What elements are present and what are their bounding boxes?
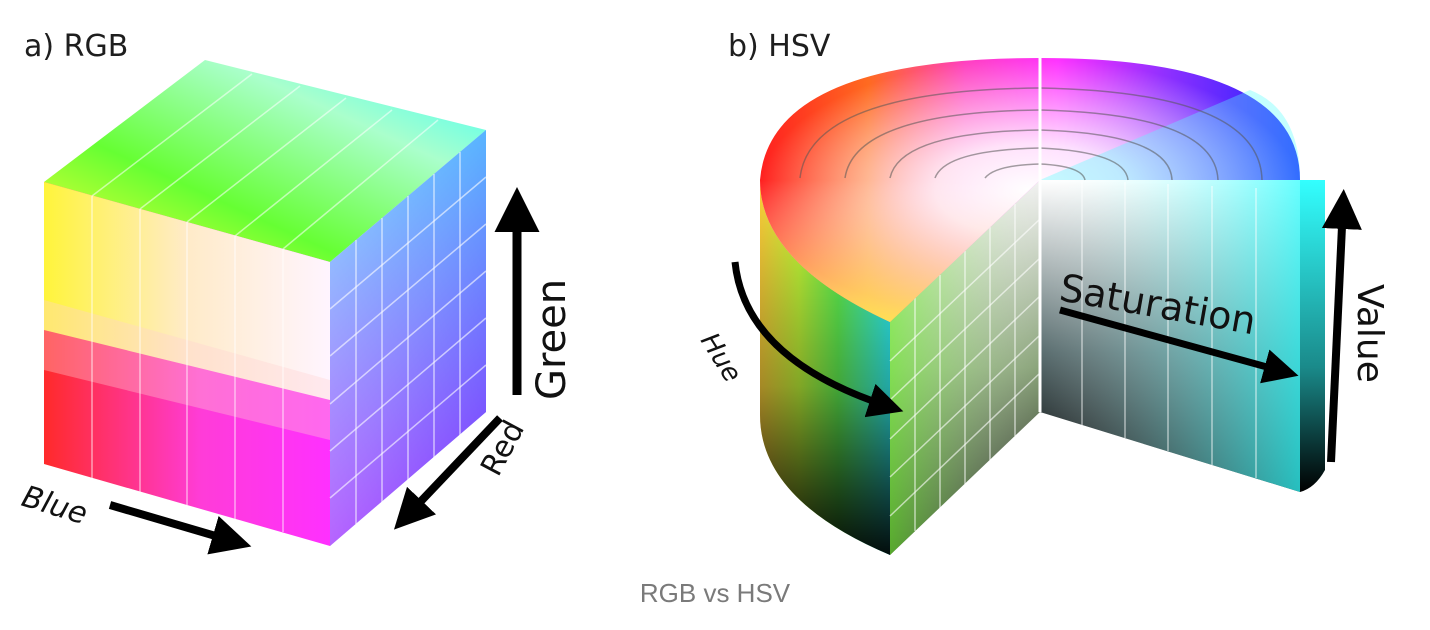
cube-side-face (329, 130, 487, 546)
value-axis-label: Value (1349, 284, 1390, 383)
green-axis-label: Green (529, 279, 575, 400)
saturation-axis-arrow (1059, 306, 1299, 384)
hue-axis-label: Hue (694, 328, 747, 388)
rgb-panel-title: a) RGB (24, 29, 128, 64)
rgb-cube (44, 60, 487, 546)
value-axis: Value (1321, 189, 1390, 463)
figure-caption: RGB vs HSV (639, 578, 791, 608)
red-axis-label: Red (474, 415, 532, 482)
hsv-panel: b) HSV (694, 29, 1390, 555)
blue-axis-label: Blue (18, 479, 92, 532)
rgb-panel: a) RGB (18, 29, 575, 555)
hue-axis-arrow (731, 261, 904, 418)
cylinder-wall-right (1300, 180, 1325, 492)
hsv-cylinder (760, 58, 1325, 555)
red-axis-arrow (393, 415, 503, 530)
value-axis-arrow (1321, 189, 1362, 463)
hsv-panel-title: b) HSV (728, 29, 831, 64)
green-axis: Green (494, 187, 575, 400)
blue-axis-arrow (108, 501, 252, 555)
cylinder-top (760, 58, 1300, 412)
cube-front-face (44, 73, 439, 546)
